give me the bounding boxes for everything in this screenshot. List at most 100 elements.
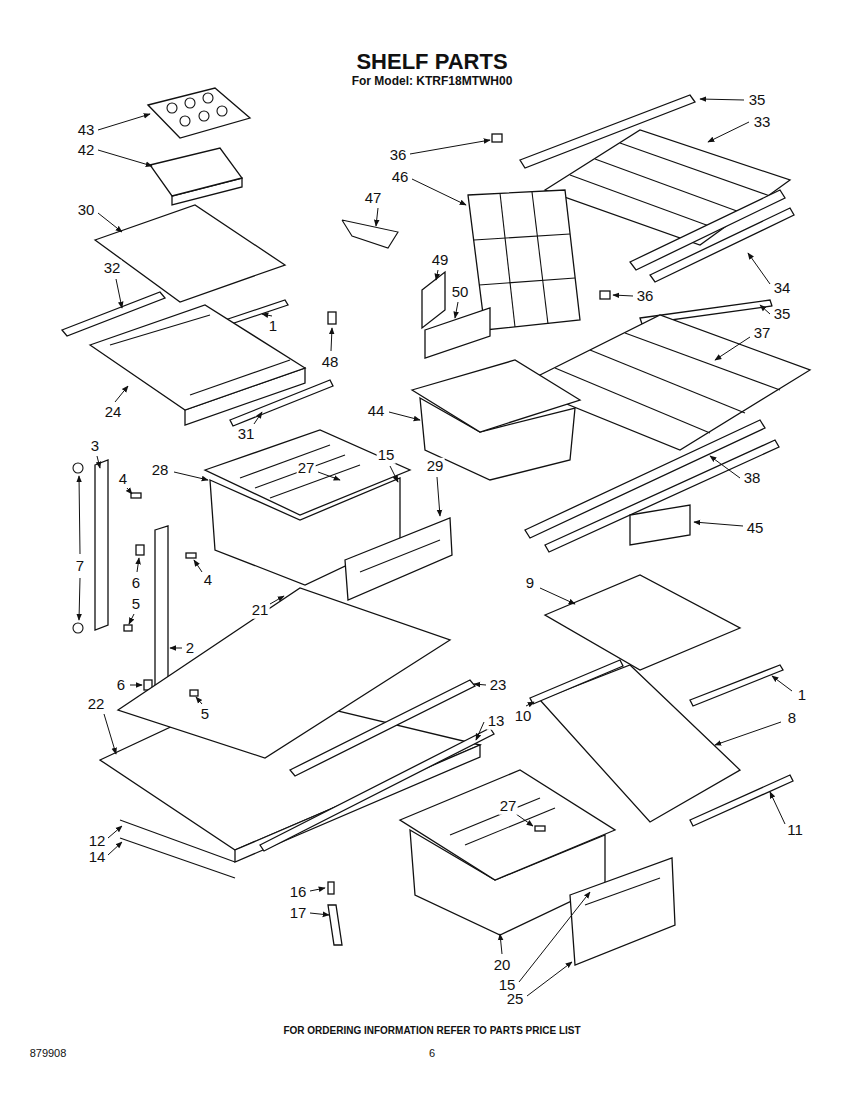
callout-number: 5	[131, 596, 141, 613]
screw	[186, 553, 196, 558]
page-title: SHELF PARTS	[355, 50, 508, 74]
frame-rail	[120, 838, 235, 878]
callout-number: 49	[431, 252, 450, 269]
panel-grid	[479, 278, 575, 285]
leader-line	[79, 476, 80, 554]
leader-line	[412, 179, 466, 205]
leader-line	[376, 208, 378, 226]
screw	[535, 826, 545, 831]
leader-line	[127, 488, 132, 494]
leader-line	[108, 842, 122, 855]
callout-number: 44	[367, 403, 386, 420]
callout-number: 31	[237, 426, 256, 443]
note-text: For Model: KTRF18MTWH00	[351, 75, 514, 88]
leader-line	[519, 892, 590, 982]
bracket	[342, 220, 398, 248]
callout-number: 37	[753, 325, 772, 342]
egg-cup	[167, 103, 177, 113]
callout-number: 8	[787, 710, 797, 727]
drawer-front	[345, 518, 452, 600]
end-cap	[73, 463, 83, 473]
drawer-front	[570, 858, 675, 965]
leader-line	[115, 386, 128, 402]
callout-number: 50	[451, 284, 470, 301]
shelf-frame	[90, 305, 305, 410]
leader-line	[98, 114, 150, 130]
wire	[620, 143, 770, 196]
egg-cup	[199, 111, 209, 121]
callout-number: 6	[131, 575, 141, 592]
wire	[595, 159, 745, 214]
screw	[131, 493, 141, 498]
leader-line	[436, 270, 438, 280]
leader-line	[129, 614, 134, 624]
leader-line	[770, 792, 785, 824]
drawer-rib	[450, 798, 540, 835]
callout-number: 43	[77, 122, 96, 139]
callout-number: 5	[200, 706, 210, 723]
drawer-rib	[240, 445, 330, 478]
egg-holder	[150, 148, 242, 196]
leader-line	[196, 697, 202, 704]
plate	[630, 505, 690, 545]
callout-number: 45	[746, 520, 765, 537]
leader-line	[310, 913, 329, 915]
drawer-rim	[400, 770, 615, 880]
callout-number: 35	[773, 306, 792, 323]
leader-line	[474, 684, 486, 685]
end-cap	[136, 545, 144, 555]
support-post	[328, 905, 342, 945]
shelf-trim	[230, 380, 333, 426]
callout-number: 9	[525, 575, 535, 592]
wire	[625, 333, 780, 390]
callout-number: 23	[489, 677, 508, 694]
plate	[422, 272, 445, 328]
screw	[328, 312, 336, 324]
leader-line	[710, 456, 740, 478]
callout-number: 30	[77, 202, 96, 219]
egg-cup	[217, 106, 227, 116]
glass-shelf	[118, 588, 450, 758]
callout-number: 16	[289, 884, 308, 901]
leader-line	[194, 560, 202, 572]
clip	[600, 291, 610, 299]
shelf-rail	[530, 660, 623, 704]
leader-line	[79, 578, 80, 620]
callout-number: 4	[203, 572, 213, 589]
leader-line	[108, 826, 122, 838]
leader-line	[516, 814, 533, 826]
callout-number: 27	[297, 460, 316, 477]
egg-cup	[185, 98, 195, 108]
shelf-rail	[290, 680, 475, 776]
leader-line	[455, 302, 458, 318]
callout-number: 4	[118, 471, 128, 488]
leader-line	[748, 253, 770, 284]
end-cap	[73, 623, 83, 633]
callout-number: 3	[90, 438, 100, 455]
drawer-handle	[360, 540, 440, 572]
leader-line	[410, 140, 490, 154]
shelf-rail	[545, 440, 779, 552]
drawer-rib	[255, 455, 345, 488]
callout-number: 29	[426, 458, 445, 475]
shelf-trim	[225, 300, 288, 325]
frame-bar	[190, 360, 290, 395]
callout-number: 20	[493, 957, 512, 974]
glass-shelf	[545, 575, 740, 670]
callout-number: 13	[487, 713, 506, 730]
egg-tray	[148, 88, 250, 138]
leader-line	[130, 685, 142, 686]
leader-line	[116, 279, 122, 308]
clip	[492, 134, 502, 142]
support-rail	[95, 460, 108, 630]
callout-number: 21	[251, 602, 270, 619]
leader-line	[540, 588, 575, 604]
leader-line	[708, 122, 749, 142]
leader-line	[170, 648, 182, 649]
callout-number: 7	[75, 558, 85, 575]
leader-line	[526, 702, 534, 706]
leader-line	[715, 337, 750, 360]
leader-line	[262, 314, 272, 316]
bin-rim	[412, 360, 580, 432]
wire	[590, 350, 745, 413]
